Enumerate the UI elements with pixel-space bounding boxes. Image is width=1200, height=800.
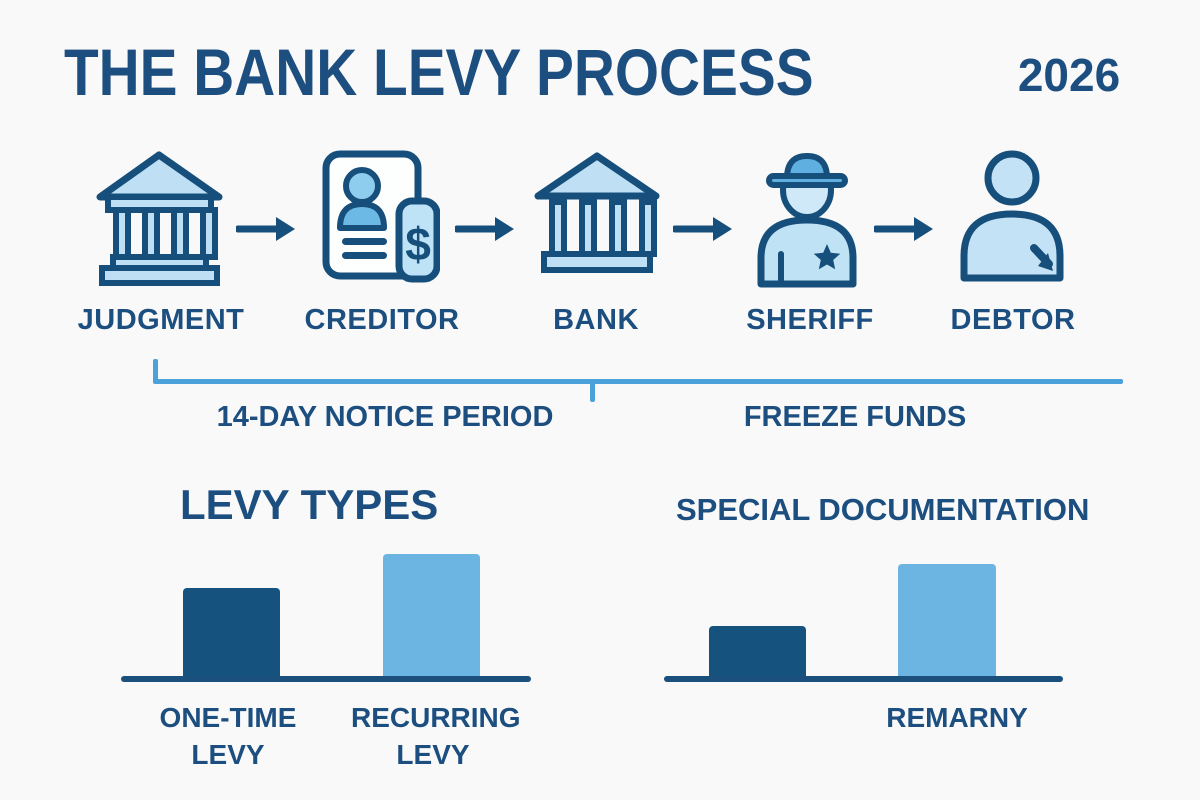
special-documentation-chart-title: SPECIAL DOCUMENTATION: [676, 492, 1090, 527]
flow-step-label-creditor: CREDITOR: [304, 304, 460, 336]
timeline-mid-tick: [590, 381, 595, 402]
bar-label-one-time-levy: ONE-TIME LEVY: [159, 702, 297, 770]
year-label: 2026: [1017, 49, 1121, 101]
flow-step-label-sheriff: SHERIFF: [746, 304, 874, 336]
bar-recurring-levy: [383, 554, 480, 678]
timeline-start-tick: [153, 359, 158, 384]
creditor-file-icon: $: [322, 146, 440, 286]
bar-special-doc-light: [898, 564, 996, 678]
levy-types-chart-title: LEVY TYPES: [180, 481, 439, 528]
right-arrow-icon: [673, 214, 733, 244]
flow-step-label-judgment: JUDGMENT: [77, 304, 245, 336]
sheriff-icon: [753, 146, 861, 288]
x-axis-line: [121, 676, 531, 682]
bar-special-doc-dark: [709, 626, 806, 678]
page-title: THE BANK LEVY PROCESS: [64, 35, 814, 109]
svg-text:$: $: [405, 218, 431, 270]
right-arrow-icon: [874, 214, 934, 244]
right-arrow-icon: [236, 214, 296, 244]
courthouse-icon: [92, 150, 227, 290]
timeline-notice-period-label: 14-DAY NOTICE PERIOD: [216, 401, 554, 433]
bar-one-time-levy: [183, 588, 280, 678]
timeline-freeze-funds-label: FREEZE FUNDS: [743, 401, 967, 433]
timeline-line: [155, 379, 1123, 384]
flow-step-label-bank: BANK: [553, 304, 639, 336]
x-axis-line: [664, 676, 1063, 682]
bar-label-remarny: REMARNY: [886, 702, 1028, 733]
bank-building-icon: [532, 152, 662, 276]
right-arrow-icon: [455, 214, 515, 244]
flow-step-label-debtor: DEBTOR: [950, 304, 1076, 336]
bar-label-recurring-levy: RECURRING LEVY: [351, 702, 521, 770]
debtor-person-icon: [956, 150, 1068, 282]
